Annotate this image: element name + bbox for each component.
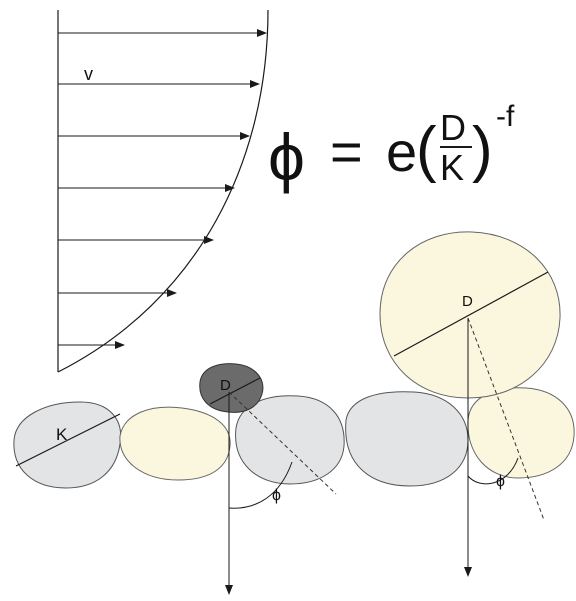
roughness-label: K	[56, 425, 68, 444]
grain-k-diameter	[15, 413, 121, 467]
formula-phi: ϕ	[268, 120, 305, 194]
grain-large-diameter	[393, 271, 549, 357]
small-grain-angle-arc	[228, 461, 293, 509]
formula-exponent: -f	[496, 100, 515, 133]
small-grain-label: D	[220, 377, 231, 394]
large-grain-pivot-line	[467, 317, 545, 521]
pivot-angle-formula: ϕ = e ( D K ) -f	[268, 100, 515, 194]
formula-open-paren: (	[416, 115, 437, 184]
profile-curve	[57, 9, 269, 373]
grain-gray-large	[345, 391, 469, 487]
formula-close-paren: )	[472, 115, 493, 184]
large-grain-angle-arc	[467, 457, 519, 485]
formula-denominator: K	[440, 147, 464, 188]
velocity-label: v	[84, 64, 93, 84]
formula-equals: =	[330, 120, 363, 183]
grain-k	[13, 401, 122, 489]
bed-grains: K	[13, 387, 575, 489]
grain-gray-mid	[235, 395, 345, 485]
large-grain-angle-label: ϕ	[496, 473, 505, 490]
formula-e: e	[386, 120, 417, 183]
large-grain-label: D	[462, 293, 473, 310]
grain-yellow-left	[119, 406, 231, 481]
grain-yellow-right	[467, 387, 575, 479]
formula-numerator: D	[440, 107, 466, 148]
small-grain-pivot-line	[228, 391, 337, 495]
grain-dark	[199, 363, 264, 413]
small-grain-angle-label: ϕ	[272, 487, 281, 504]
velocity-profile: v	[57, 9, 269, 373]
grain-dark-diameter	[209, 377, 261, 405]
small-grain: D ϕ	[199, 363, 337, 595]
large-grain: D ϕ	[379, 231, 561, 577]
